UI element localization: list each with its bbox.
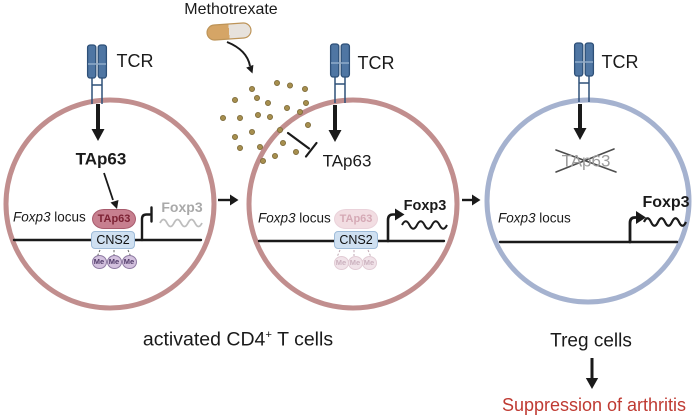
methylation-mark-icon: Me [121, 255, 137, 269]
tap63-signal-label: TAp63 [75, 149, 127, 169]
foxp3-transcript-label-on: Foxp3 [642, 194, 690, 211]
signal-arrow-down-icon [573, 104, 587, 140]
treg-cell-membrane [484, 97, 692, 305]
cd4-caption-superscript: + [265, 329, 273, 341]
methylation-mark-icon: Me [106, 255, 122, 269]
promoter-arrow-icon [628, 211, 646, 244]
cd4-cell-membrane-1 [3, 97, 217, 311]
methylation-mark-icon-faded: Me [361, 255, 377, 270]
mrna-wavy-icon [643, 217, 687, 227]
tcr-receptor-icon [86, 44, 108, 104]
locus-word: locus [299, 210, 331, 226]
promoter-arrow-icon [386, 208, 405, 243]
drug-molecule-dots [219, 80, 311, 164]
mrna-wavy-icon [401, 220, 448, 230]
cd4-cell-membrane-2 [246, 97, 460, 311]
cd4-cells-caption: activated CD4+ T cells [142, 328, 334, 351]
locus-word: locus [539, 210, 571, 226]
drug-release-arrow-icon [226, 41, 254, 74]
foxp3-transcript-label-off: Foxp3 [161, 199, 203, 215]
transition-arrow-icon [218, 194, 239, 206]
methylation-mark-icon-faded: Me [333, 255, 349, 270]
tap63-signal-label: TAp63 [322, 151, 372, 171]
tap63-crossed-label: TAp63 [561, 151, 611, 171]
signal-arrow-down-icon [91, 104, 105, 141]
cns2-element-box: CNS2 [334, 231, 378, 249]
locus-word: locus [54, 209, 86, 225]
mrna-wavy-icon [159, 218, 203, 228]
cd4-caption-text: activated CD4 [142, 328, 266, 351]
methylation-mark-icon: Me [91, 255, 107, 269]
treg-cells-caption: Treg cells [550, 330, 632, 352]
foxp3-gene-name: Foxp3 [498, 210, 536, 226]
promoter-blocked-icon [140, 206, 153, 242]
cd4-caption-suffix: T cells [277, 328, 334, 351]
outcome-label: Suppression of arthritis [501, 395, 687, 415]
cross-out-icon [555, 148, 617, 173]
tcr-receptor-icon [573, 42, 595, 102]
tap63-protein-oval-faded: TAp63 [334, 209, 378, 229]
methylation-mark-icon-faded: Me [347, 255, 363, 270]
tcr-label: TCR [601, 52, 639, 72]
methotrexate-label: Methotrexate [184, 1, 278, 18]
foxp3-locus-label: Foxp3 locus [258, 211, 331, 225]
tcr-receptor-icon [329, 43, 351, 103]
foxp3-locus-label: Foxp3 locus [498, 211, 571, 225]
foxp3-gene-name: Foxp3 [13, 209, 51, 225]
cns2-element-box: CNS2 [91, 231, 135, 249]
foxp3-locus-label: Foxp3 locus [13, 210, 86, 224]
tcr-label: TCR [116, 51, 154, 71]
tap63-protein-oval: TAp63 [92, 209, 136, 229]
binding-arrow-icon [103, 172, 119, 209]
foxp3-gene-name: Foxp3 [258, 210, 296, 226]
outcome-arrow-icon [585, 358, 599, 389]
tcr-label: TCR [357, 53, 395, 73]
methylation-connector-icon [337, 249, 371, 257]
pill-capsule-icon [206, 22, 252, 41]
inhibition-tbar-icon [286, 131, 318, 158]
signal-arrow-down-icon [328, 105, 342, 142]
transition-arrow-icon [462, 194, 481, 206]
foxp3-transcript-label-on: Foxp3 [403, 197, 447, 214]
